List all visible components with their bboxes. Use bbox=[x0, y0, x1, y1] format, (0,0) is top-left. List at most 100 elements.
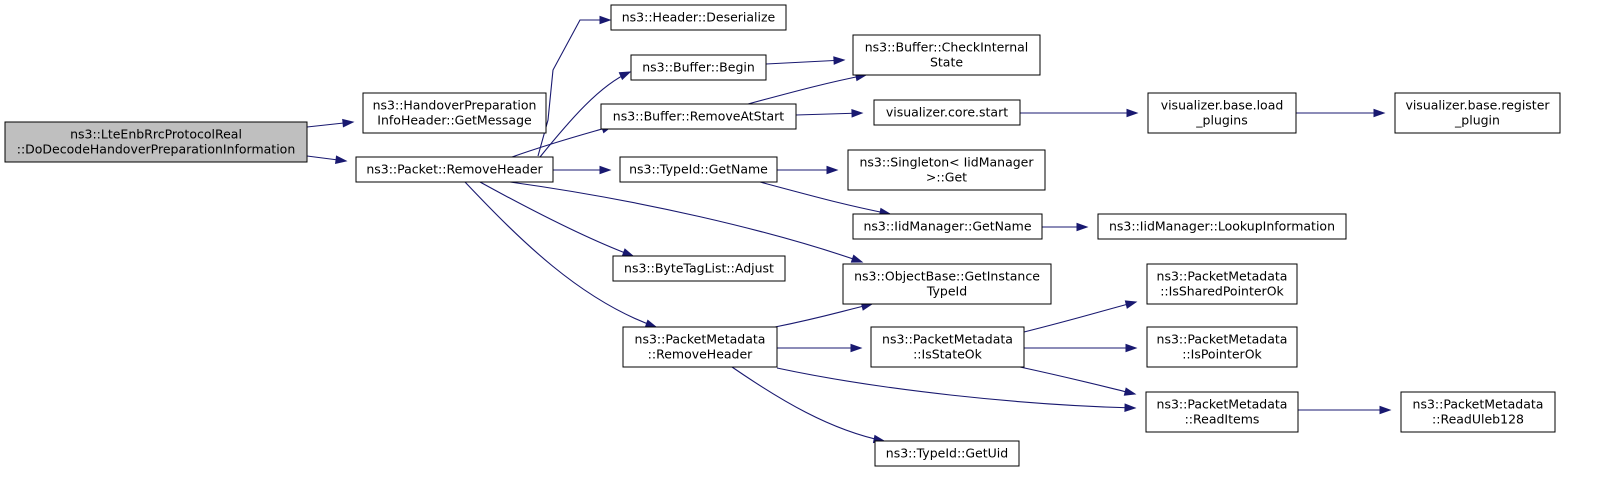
edge-line bbox=[464, 181, 657, 328]
node-label-line: ns3::ByteTagList::Adjust bbox=[624, 261, 774, 276]
edge-arrowhead bbox=[644, 319, 658, 328]
node-label-line: ::IsPointerOk bbox=[1182, 347, 1262, 362]
edge-arrowhead bbox=[621, 248, 635, 257]
edge-arrowhead bbox=[1373, 108, 1386, 118]
node-label-line: visualizer.base.load bbox=[1161, 98, 1284, 113]
edge-line bbox=[747, 74, 867, 105]
edge-arrowhead bbox=[618, 71, 632, 81]
edge-removeatstart-to-corestart bbox=[795, 109, 864, 118]
node-box bbox=[847, 149, 1046, 191]
node-label-line: ns3::PacketMetadata bbox=[635, 332, 766, 347]
edge-pmremoveheader-to-getinstance bbox=[774, 302, 874, 328]
node-handover[interactable]: ns3::HandoverPreparationInfoHeader::GetM… bbox=[362, 92, 547, 134]
node-box bbox=[630, 54, 767, 81]
node-corestart[interactable]: visualizer.core.start bbox=[873, 99, 1021, 126]
node-label-line: ns3::TypeId::GetUid bbox=[886, 446, 1008, 461]
node-box bbox=[852, 213, 1043, 240]
edge-typeidgetname-to-singleton bbox=[777, 165, 839, 175]
node-label-line: ns3::Buffer::Begin bbox=[642, 60, 755, 75]
node-label-line: ::IsStateOk bbox=[913, 347, 983, 362]
node-label-line: ::RemoveHeader bbox=[648, 347, 754, 362]
node-label-line: visualizer.core.start bbox=[886, 105, 1008, 120]
node-singleton[interactable]: ns3::Singleton< IidManager>::Get bbox=[847, 149, 1046, 191]
node-box bbox=[610, 4, 787, 31]
node-box bbox=[1097, 213, 1347, 240]
node-label-line: ns3::Header::Deserialize bbox=[622, 10, 776, 25]
node-box bbox=[1147, 92, 1297, 134]
edge-removeheader-to-typeidgetname bbox=[553, 165, 612, 175]
edge-arrowhead bbox=[1126, 108, 1139, 118]
node-isstateok[interactable]: ns3::PacketMetadata::IsStateOk bbox=[870, 326, 1025, 368]
node-box bbox=[1146, 326, 1298, 368]
edge-line bbox=[1023, 301, 1137, 333]
edge-line bbox=[795, 112, 863, 116]
node-label-line: ns3::IidManager::LookupInformation bbox=[1109, 219, 1335, 234]
node-getuid[interactable]: ns3::TypeId::GetUid bbox=[874, 440, 1020, 467]
node-label-line: _plugins bbox=[1195, 113, 1247, 128]
node-label-line: ns3::Singleton< IidManager bbox=[859, 155, 1034, 170]
edge-line bbox=[774, 303, 873, 328]
edge-arrowhead bbox=[851, 109, 864, 118]
node-box bbox=[612, 255, 786, 282]
edge-arrowhead bbox=[826, 165, 839, 175]
node-box bbox=[1394, 92, 1561, 134]
edge-arrowhead bbox=[342, 118, 355, 128]
node-label-line: ns3::IidManager::GetName bbox=[863, 219, 1031, 234]
edge-line bbox=[1019, 366, 1136, 395]
node-box bbox=[622, 326, 778, 368]
node-label-line: ns3::PacketMetadata bbox=[1157, 269, 1288, 284]
node-isptr[interactable]: ns3::PacketMetadata::IsPointerOk bbox=[1146, 326, 1298, 368]
node-label-line: ns3::ObjectBase::GetInstance bbox=[854, 269, 1040, 284]
node-iidgetname[interactable]: ns3::IidManager::GetName bbox=[852, 213, 1043, 240]
node-label-line: ::IsSharedPointerOk bbox=[1160, 284, 1284, 299]
edge-arrowhead bbox=[1124, 300, 1138, 309]
edge-iidgetname-to-lookup bbox=[1042, 222, 1089, 232]
call-nodes: ns3::LteEnbRrcProtocolReal::DoDecodeHand… bbox=[4, 4, 1561, 467]
edge-line bbox=[731, 366, 885, 442]
node-readuleb[interactable]: ns3::PacketMetadata::ReadUleb128 bbox=[1400, 391, 1556, 433]
node-label-line: ns3::PacketMetadata bbox=[1157, 397, 1288, 412]
edge-arrowhead bbox=[599, 15, 612, 25]
node-label-line: State bbox=[930, 55, 963, 70]
edge-arrowhead bbox=[1123, 387, 1137, 396]
node-box bbox=[4, 121, 308, 163]
edge-removeheader-to-adjust bbox=[479, 181, 635, 257]
edge-isstateok-to-readitems bbox=[1019, 366, 1137, 396]
edge-isstateok-to-isptr bbox=[1024, 343, 1138, 353]
node-label-line: ns3::LteEnbRrcProtocolReal bbox=[70, 127, 242, 142]
edge-pmremoveheader-to-isstateok bbox=[777, 343, 863, 353]
node-issharedptr[interactable]: ns3::PacketMetadata::IsSharedPointerOk bbox=[1146, 263, 1298, 305]
node-typeidgetname[interactable]: ns3::TypeId::GetName bbox=[619, 156, 778, 183]
node-pmremoveheader[interactable]: ns3::PacketMetadata::RemoveHeader bbox=[622, 326, 778, 368]
edge-corestart-to-loadplugins bbox=[1020, 108, 1139, 118]
edge-readitems-to-readuleb bbox=[1298, 405, 1392, 415]
node-removeatstart[interactable]: ns3::Buffer::RemoveAtStart bbox=[600, 103, 797, 130]
edge-line bbox=[765, 59, 845, 65]
node-label-line: ns3::Packet::RemoveHeader bbox=[366, 162, 543, 177]
node-label-line: ns3::PacketMetadata bbox=[1157, 332, 1288, 347]
edge-root-to-removeheader bbox=[306, 155, 348, 164]
node-label-line: _plugin bbox=[1454, 113, 1500, 128]
node-loadplugins[interactable]: visualizer.base.load_plugins bbox=[1147, 92, 1297, 134]
node-box bbox=[1145, 391, 1299, 433]
edge-isstateok-to-issharedptr bbox=[1023, 300, 1138, 333]
node-removeheader[interactable]: ns3::Packet::RemoveHeader bbox=[355, 156, 554, 183]
node-registerplugin[interactable]: visualizer.base.register_plugin bbox=[1394, 92, 1561, 134]
node-label-line: ns3::TypeId::GetName bbox=[629, 162, 768, 177]
node-box bbox=[870, 326, 1025, 368]
node-lookup[interactable]: ns3::IidManager::LookupInformation bbox=[1097, 213, 1347, 240]
edge-removeheader-to-getinstance bbox=[509, 181, 864, 263]
node-begin[interactable]: ns3::Buffer::Begin bbox=[630, 54, 767, 81]
edge-loadplugins-to-registerplugin bbox=[1296, 108, 1386, 118]
node-label-line: InfoHeader::GetMessage bbox=[377, 113, 532, 128]
node-deserialize[interactable]: ns3::Header::Deserialize bbox=[610, 4, 787, 31]
node-readitems[interactable]: ns3::PacketMetadata::ReadItems bbox=[1145, 391, 1299, 433]
node-adjust[interactable]: ns3::ByteTagList::Adjust bbox=[612, 255, 786, 282]
node-label-line: ::ReadUleb128 bbox=[1432, 412, 1524, 427]
edge-arrowhead bbox=[1125, 343, 1138, 353]
node-label-line: ::DoDecodeHandoverPreparationInformation bbox=[17, 142, 296, 157]
edge-arrowhead bbox=[1379, 405, 1392, 415]
